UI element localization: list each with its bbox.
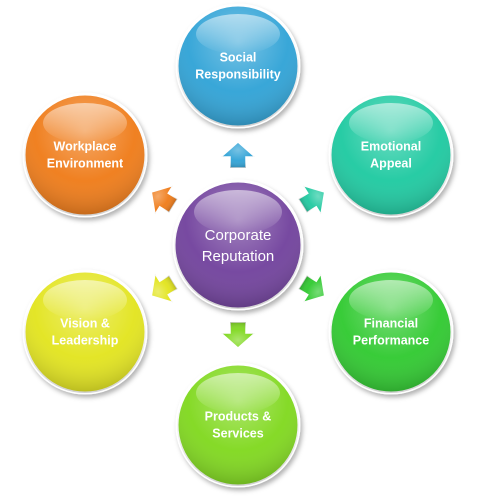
node-products: Products & Services (175, 362, 301, 488)
node-label-line2: Responsibility (195, 67, 280, 81)
arrow-gloss (151, 185, 178, 215)
node-shine (43, 280, 127, 320)
node-shine (349, 103, 433, 143)
node-label-line1: Social (220, 50, 257, 64)
node-label-line1: Workplace (54, 139, 117, 153)
arrow-gloss (221, 142, 255, 168)
arrow-financial (297, 271, 326, 304)
node-label-line1: Vision & (60, 316, 110, 330)
center-shine (194, 190, 282, 234)
arrows-layer (150, 140, 326, 350)
center-label-line2: Reputation (202, 248, 275, 265)
node-shine (43, 103, 127, 143)
arrow-products (219, 321, 257, 350)
node-label-line2: Performance (353, 333, 429, 347)
arrow-gloss (298, 273, 325, 303)
arrow-gloss (221, 322, 255, 348)
arrow-social (219, 140, 257, 169)
node-label-line1: Financial (364, 316, 418, 330)
center-label-line1: Corporate (205, 227, 272, 244)
nodes-layer: SocialResponsibilityEmotionalAppealFinan… (22, 3, 454, 488)
node-label-line2: Leadership (52, 333, 119, 347)
arrow-emotional (297, 184, 326, 217)
node-label-line1: Products & (205, 409, 272, 423)
node-label-line1: Emotional (361, 139, 421, 153)
node-label-line2: Appeal (370, 156, 412, 170)
node-vision: Vision & Leadership (22, 269, 148, 395)
node-label-line2: Services (212, 426, 263, 440)
center-node: Corporate Reputation (172, 179, 304, 311)
node-label-line2: Environment (47, 156, 124, 170)
node-shine (349, 280, 433, 320)
arrow-gloss (151, 273, 178, 303)
node-shine (196, 373, 280, 413)
arrow-vision (150, 271, 179, 304)
arrow-workplace (150, 184, 179, 217)
node-shine (196, 14, 280, 54)
arrow-gloss (298, 185, 325, 215)
